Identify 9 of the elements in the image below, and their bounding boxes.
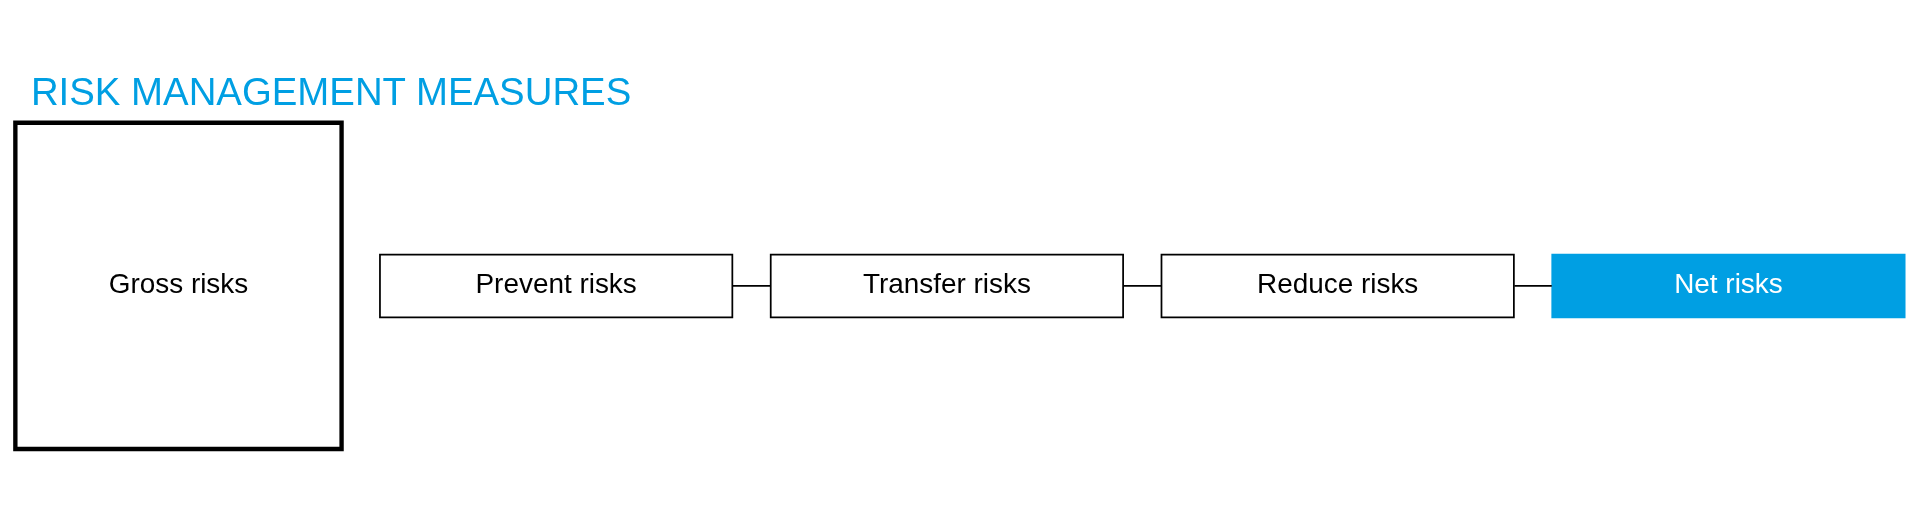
node-box: Net risks xyxy=(1551,253,1906,318)
connector xyxy=(1513,284,1553,287)
node-box: Prevent risks xyxy=(379,253,734,318)
node-box: Transfer risks xyxy=(769,253,1124,318)
node-box: Gross risks xyxy=(13,120,344,451)
connector xyxy=(1122,284,1162,287)
node-box: Reduce risks xyxy=(1160,253,1515,318)
connector xyxy=(731,284,772,287)
diagram-title: RISK MANAGEMENT MEASURES xyxy=(30,69,632,113)
